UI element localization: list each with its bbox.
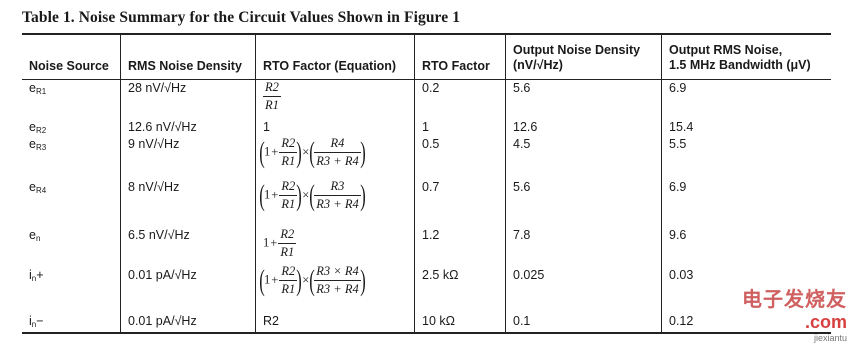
rms-density-cell: 0.01 pA/√Hz <box>128 268 197 282</box>
output-rms-cell: 6.9 <box>669 81 687 95</box>
output-rms-cell: 15.4 <box>669 120 694 134</box>
rms-density-cell: 6.5 nV/√Hz <box>128 228 190 242</box>
column-divider <box>255 35 256 332</box>
rto-factor-cell: 0.7 <box>422 180 440 194</box>
header-rto-factor: RTO Factor <box>422 59 490 73</box>
noise-source-cell: in+ <box>29 268 44 283</box>
rms-density-cell: 0.01 pA/√Hz <box>128 314 197 328</box>
rms-density-cell: 28 nV/√Hz <box>128 81 187 95</box>
rto-factor-cell: 0.2 <box>422 81 440 95</box>
rto-factor-cell: 2.5 kΩ <box>422 268 459 282</box>
output-rms-cell: 5.5 <box>669 137 687 151</box>
output-density-cell: 12.6 <box>513 120 538 134</box>
noise-source-cell: eR3 <box>29 137 47 152</box>
rto-equation-cell: R2 <box>263 314 279 328</box>
bottom-rule <box>22 332 831 334</box>
header-output-noise-density: Output Noise Density(nV/√Hz) <box>513 43 641 72</box>
noise-source-cell: eR4 <box>29 180 47 195</box>
rto-factor-cell: 1 <box>422 120 429 134</box>
output-rms-cell: 0.12 <box>669 314 694 328</box>
rto-equation-cell: 1 <box>263 120 270 134</box>
output-density-cell: 0.025 <box>513 268 545 282</box>
output-rms-cell: 6.9 <box>669 180 687 194</box>
column-divider <box>414 35 415 332</box>
header-noise-source: Noise Source <box>29 59 109 73</box>
column-divider <box>120 35 121 332</box>
header-output-rms-noise: Output RMS Noise,1.5 MHz Bandwidth (μV) <box>669 43 811 72</box>
output-density-cell: 4.5 <box>513 137 531 151</box>
rms-density-cell: 8 nV/√Hz <box>128 180 180 194</box>
noise-source-cell: eR1 <box>29 81 47 96</box>
column-divider <box>661 35 662 332</box>
output-density-cell: 5.6 <box>513 81 531 95</box>
rms-density-cell: 12.6 nV/√Hz <box>128 120 197 134</box>
rto-factor-cell: 0.5 <box>422 137 440 151</box>
output-density-cell: 7.8 <box>513 228 531 242</box>
noise-source-cell: en <box>29 228 41 243</box>
rto-factor-cell: 1.2 <box>422 228 440 242</box>
table-caption: Table 1. Noise Summary for the Circuit V… <box>22 9 461 26</box>
site-watermark: 电子发烧友 .com jiexiantu <box>742 289 847 343</box>
output-rms-cell: 9.6 <box>669 228 687 242</box>
noise-source-cell: in− <box>29 314 44 329</box>
top-rule <box>22 33 831 35</box>
noise-source-cell: eR2 <box>29 120 47 135</box>
header-rto-equation: RTO Factor (Equation) <box>263 59 397 73</box>
rms-density-cell: 9 nV/√Hz <box>128 137 180 151</box>
output-density-cell: 0.1 <box>513 314 531 328</box>
output-density-cell: 5.6 <box>513 180 531 194</box>
rto-factor-cell: 10 kΩ <box>422 314 455 328</box>
header-rule <box>22 79 831 80</box>
column-divider <box>505 35 506 332</box>
output-rms-cell: 0.03 <box>669 268 694 282</box>
header-rms-noise-density: RMS Noise Density <box>128 59 242 73</box>
